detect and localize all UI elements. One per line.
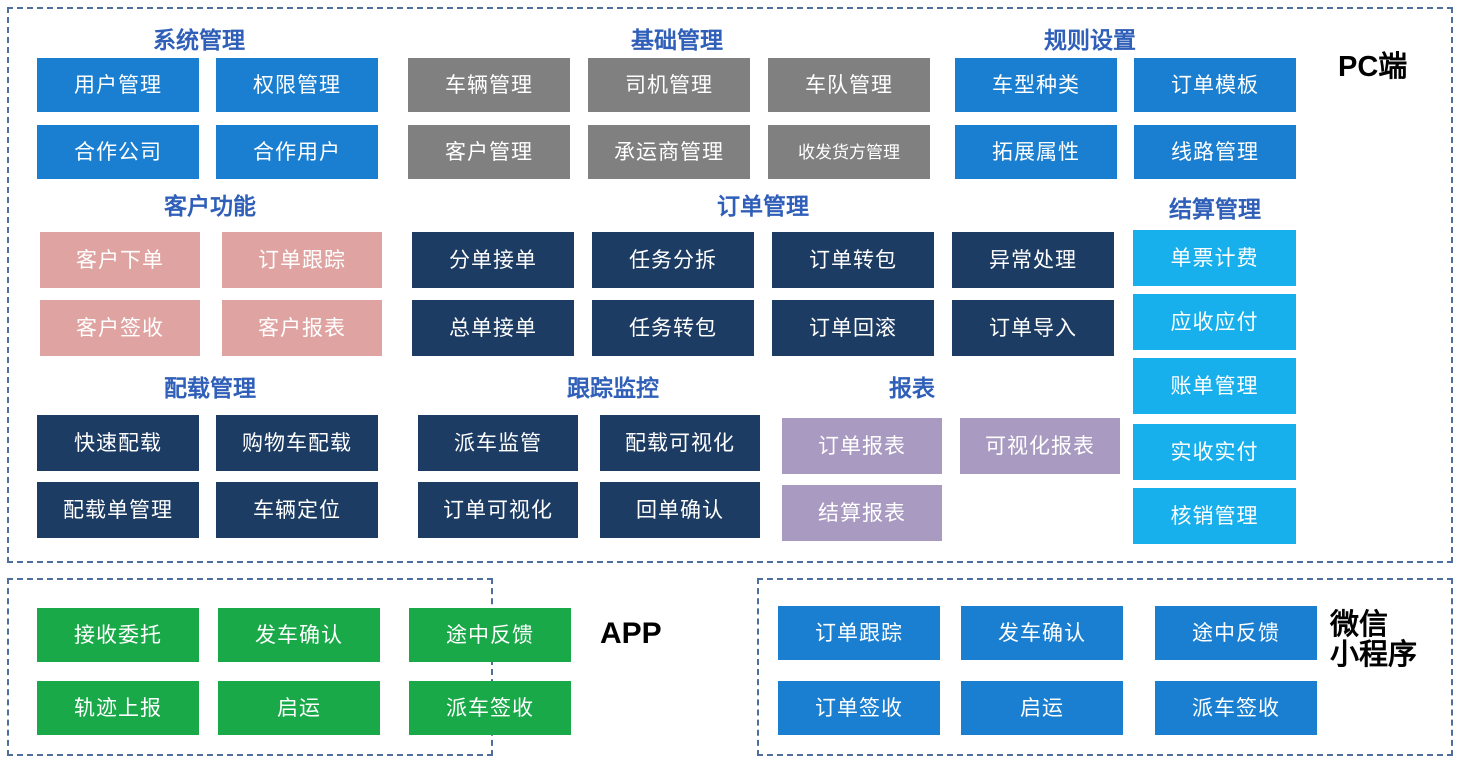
cell-sub-order-accept[interactable]: 分单接单 — [412, 232, 574, 288]
cell-actual-receipt-payment[interactable]: 实收实付 — [1133, 424, 1296, 480]
cell-departure-confirmation[interactable]: 发车确认 — [218, 608, 380, 662]
cell-master-order-accept[interactable]: 总单接单 — [412, 300, 574, 356]
cell-vehicle-positioning[interactable]: 车辆定位 — [216, 482, 378, 538]
cell-in-transit-feedback[interactable]: 途中反馈 — [409, 608, 571, 662]
cell-driver-management[interactable]: 司机管理 — [588, 58, 750, 112]
cell-dispatch-supervision[interactable]: 派车监管 — [418, 415, 578, 471]
cell-vehicle-type[interactable]: 车型种类 — [955, 58, 1117, 112]
wechat-label-line2: 小程序 — [1330, 639, 1418, 672]
cell-order-rollback[interactable]: 订单回滚 — [772, 300, 934, 356]
cell-route-management[interactable]: 线路管理 — [1134, 125, 1296, 179]
cell-order-import[interactable]: 订单导入 — [952, 300, 1114, 356]
group-title-basic-management: 基础管理 — [631, 27, 723, 53]
cell-wx-order-signoff[interactable]: 订单签收 — [778, 681, 940, 735]
group-title-system-management: 系统管理 — [153, 27, 245, 53]
cell-wx-start-transport[interactable]: 启运 — [961, 681, 1123, 735]
group-title-customer-functions: 客户功能 — [164, 193, 256, 219]
group-title-reports: 报表 — [889, 375, 935, 401]
cell-wx-in-transit-feedback[interactable]: 途中反馈 — [1155, 606, 1317, 660]
cell-customer-signoff[interactable]: 客户签收 — [40, 300, 200, 356]
cell-partner-company[interactable]: 合作公司 — [37, 125, 199, 179]
cell-order-report[interactable]: 订单报表 — [782, 418, 942, 474]
cell-permission-management[interactable]: 权限管理 — [216, 58, 378, 112]
cell-order-tracking[interactable]: 订单跟踪 — [222, 232, 382, 288]
cell-receive-entrustment[interactable]: 接收委托 — [37, 608, 199, 662]
cell-wx-order-tracking[interactable]: 订单跟踪 — [778, 606, 940, 660]
cell-bill-management[interactable]: 账单管理 — [1133, 358, 1296, 414]
cell-wx-dispatch-signoff[interactable]: 派车签收 — [1155, 681, 1317, 735]
wechat-label-line1: 微信 — [1330, 609, 1389, 641]
cell-receipt-confirmation[interactable]: 回单确认 — [600, 482, 760, 538]
cell-visual-report[interactable]: 可视化报表 — [960, 418, 1120, 474]
cell-exception-handling[interactable]: 异常处理 — [952, 232, 1114, 288]
cell-customer-report[interactable]: 客户报表 — [222, 300, 382, 356]
cell-quick-loading[interactable]: 快速配载 — [37, 415, 199, 471]
cell-order-visualization[interactable]: 订单可视化 — [418, 482, 578, 538]
wechat-platform-label: 微信 小程序 — [1330, 610, 1417, 671]
group-title-order-management: 订单管理 — [717, 193, 809, 219]
cell-vehicle-management[interactable]: 车辆管理 — [408, 58, 570, 112]
app-platform-label: APP — [600, 617, 662, 650]
cell-customer-management[interactable]: 客户管理 — [408, 125, 570, 179]
group-title-settlement-management: 结算管理 — [1169, 196, 1261, 222]
cell-single-ticket-billing[interactable]: 单票计费 — [1133, 230, 1296, 286]
cell-loading-order-management[interactable]: 配载单管理 — [37, 482, 199, 538]
cell-receivable-payable[interactable]: 应收应付 — [1133, 294, 1296, 350]
cell-carrier-management[interactable]: 承运商管理 — [588, 125, 750, 179]
cell-writeoff-management[interactable]: 核销管理 — [1133, 488, 1296, 544]
group-title-tracking-monitoring: 跟踪监控 — [567, 375, 659, 401]
cell-order-subcontract[interactable]: 订单转包 — [772, 232, 934, 288]
cell-task-subcontract[interactable]: 任务转包 — [592, 300, 754, 356]
group-title-rule-settings: 规则设置 — [1044, 27, 1136, 53]
cell-loading-visualization[interactable]: 配载可视化 — [600, 415, 760, 471]
cell-shipper-consignee-management[interactable]: 收发货方管理 — [768, 125, 930, 179]
cell-cart-loading[interactable]: 购物车配载 — [216, 415, 378, 471]
cell-order-template[interactable]: 订单模板 — [1134, 58, 1296, 112]
group-title-loading-management: 配载管理 — [164, 375, 256, 401]
cell-user-management[interactable]: 用户管理 — [37, 58, 199, 112]
cell-settlement-report[interactable]: 结算报表 — [782, 485, 942, 541]
cell-customer-place-order[interactable]: 客户下单 — [40, 232, 200, 288]
cell-start-transport[interactable]: 启运 — [218, 681, 380, 735]
cell-extended-attributes[interactable]: 拓展属性 — [955, 125, 1117, 179]
cell-fleet-management[interactable]: 车队管理 — [768, 58, 930, 112]
cell-partner-user[interactable]: 合作用户 — [216, 125, 378, 179]
cell-wx-departure-confirmation[interactable]: 发车确认 — [961, 606, 1123, 660]
pc-platform-label: PC端 — [1338, 51, 1408, 83]
cell-track-report[interactable]: 轨迹上报 — [37, 681, 199, 735]
cell-task-split[interactable]: 任务分拆 — [592, 232, 754, 288]
cell-dispatch-signoff[interactable]: 派车签收 — [409, 681, 571, 735]
